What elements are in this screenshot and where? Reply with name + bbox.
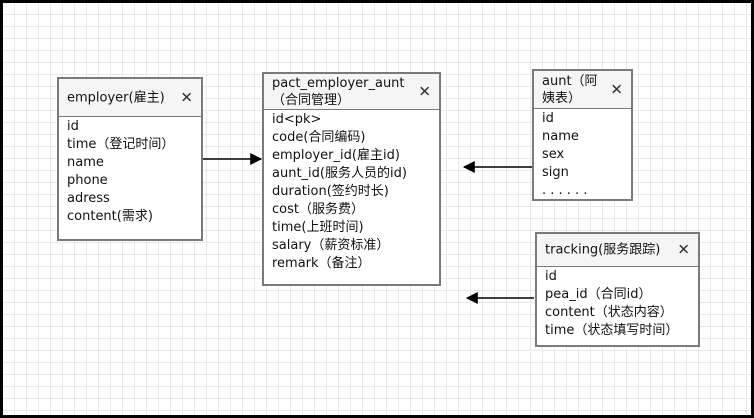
entity-title: pact_employer_aunt （合同管理） — [272, 75, 405, 108]
field-row[interactable]: id<pk> — [272, 112, 322, 127]
field-row[interactable]: content（状态内容） — [545, 305, 673, 320]
field-row[interactable]: salary（薪资标准） — [272, 238, 390, 253]
field-row[interactable]: cost（服务费） — [272, 202, 364, 217]
entity-title: aunt（阿 姨表） — [542, 73, 598, 106]
entity-title: employer(雇主) — [67, 90, 165, 105]
field-row[interactable]: sex — [542, 147, 565, 162]
close-icon[interactable]: ✕ — [418, 82, 431, 100]
entity-aunt[interactable]: aunt（阿 姨表） ✕ id name sex sign . . . . . … — [532, 69, 633, 201]
field-row[interactable]: aunt_id(服务人员的id) — [272, 166, 407, 181]
relationship-links — [202, 153, 534, 304]
field-row[interactable]: employer_id(雇主id) — [272, 148, 400, 163]
entity-employer[interactable]: employer(雇主) ✕ id time（登记时间） name phone … — [57, 77, 203, 241]
close-icon[interactable]: ✕ — [677, 240, 690, 259]
field-row[interactable]: id — [545, 269, 557, 284]
field-row[interactable]: pea_id（合同id） — [545, 287, 652, 302]
field-row[interactable]: name — [542, 129, 579, 144]
field-row[interactable]: phone — [67, 173, 108, 188]
field-row[interactable]: name — [67, 155, 104, 170]
field-row[interactable]: duration(签约时长) — [272, 184, 389, 199]
field-list: id time（登记时间） name phone adress content(… — [59, 117, 201, 226]
entity-header[interactable]: tracking(服务跟踪) ✕ — [537, 234, 698, 267]
entity-title: tracking(服务跟踪) — [545, 242, 661, 258]
field-row[interactable]: adress — [67, 191, 110, 206]
entity-tracking[interactable]: tracking(服务跟踪) ✕ id pea_id（合同id） content… — [535, 232, 700, 347]
field-row[interactable]: time（状态填写时间） — [545, 323, 679, 338]
field-row[interactable]: id — [542, 111, 554, 126]
field-list: id<pk> code(合同编码) employer_id(雇主id) aunt… — [264, 110, 439, 273]
close-icon[interactable]: ✕ — [610, 80, 623, 98]
entity-header[interactable]: aunt（阿 姨表） ✕ — [534, 71, 631, 109]
field-row[interactable]: . . . . . . — [542, 183, 588, 198]
entity-header[interactable]: employer(雇主) ✕ — [59, 79, 201, 117]
field-row[interactable]: time(上班时间) — [272, 220, 364, 235]
field-row[interactable]: time（登记时间） — [67, 137, 175, 152]
entity-header[interactable]: pact_employer_aunt （合同管理） ✕ — [264, 74, 439, 110]
field-row[interactable]: content(需求) — [67, 209, 153, 224]
entity-pact-employer-aunt[interactable]: pact_employer_aunt （合同管理） ✕ id<pk> code(… — [262, 72, 441, 286]
field-row[interactable]: id — [67, 119, 79, 134]
field-row[interactable]: remark（备注） — [272, 256, 371, 271]
field-row[interactable]: code(合同编码) — [272, 130, 366, 145]
field-row[interactable]: sign — [542, 165, 569, 180]
close-icon[interactable]: ✕ — [180, 88, 193, 106]
field-list: id name sex sign . . . . . . — [534, 109, 631, 200]
field-list: id pea_id（合同id） content（状态内容） time（状态填写时… — [537, 267, 698, 340]
